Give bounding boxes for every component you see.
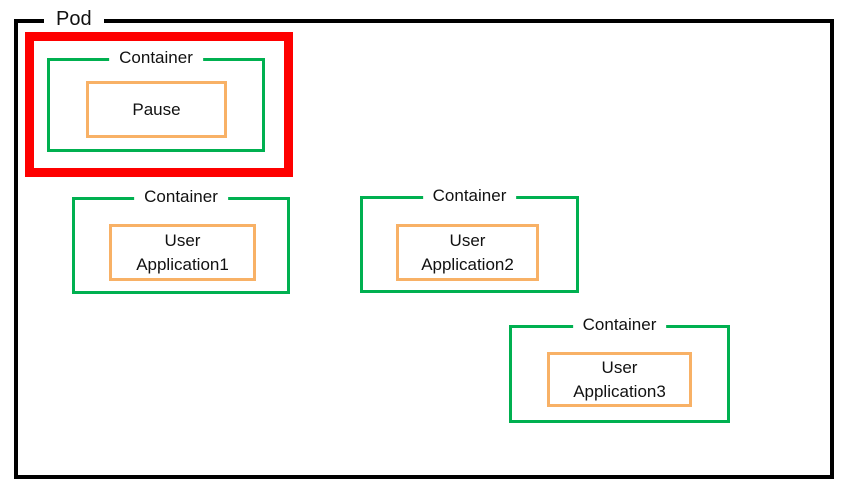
- app-label-line: Application2: [421, 254, 514, 274]
- container-label: Container: [134, 186, 228, 208]
- container-label: Container: [572, 314, 667, 336]
- user-application3-box: User Application3: [547, 352, 692, 407]
- container-box-pause: Container: [47, 47, 265, 152]
- user-application2-box: User Application2: [396, 224, 539, 281]
- app-label-line: User: [449, 230, 486, 250]
- container-box-app1: Container: [72, 186, 290, 294]
- app-label-line: Application3: [573, 381, 666, 401]
- pod-label: Pod: [44, 8, 104, 31]
- user-application1-box: User Application1: [109, 224, 256, 281]
- app-label-line: Pause: [132, 99, 181, 119]
- pause-container-highlight-box: [25, 32, 293, 177]
- container-label: Container: [422, 185, 517, 207]
- pod-box: Pod: [14, 8, 834, 479]
- container-box-app2: Container: [360, 185, 579, 293]
- app-label-line: User: [601, 357, 638, 377]
- app-label-line: Application1: [136, 254, 229, 274]
- pause-app-box: Pause: [86, 81, 227, 138]
- app-label-line: User: [164, 230, 201, 250]
- container-box-app3: Container: [509, 314, 730, 423]
- container-label: Container: [109, 47, 203, 69]
